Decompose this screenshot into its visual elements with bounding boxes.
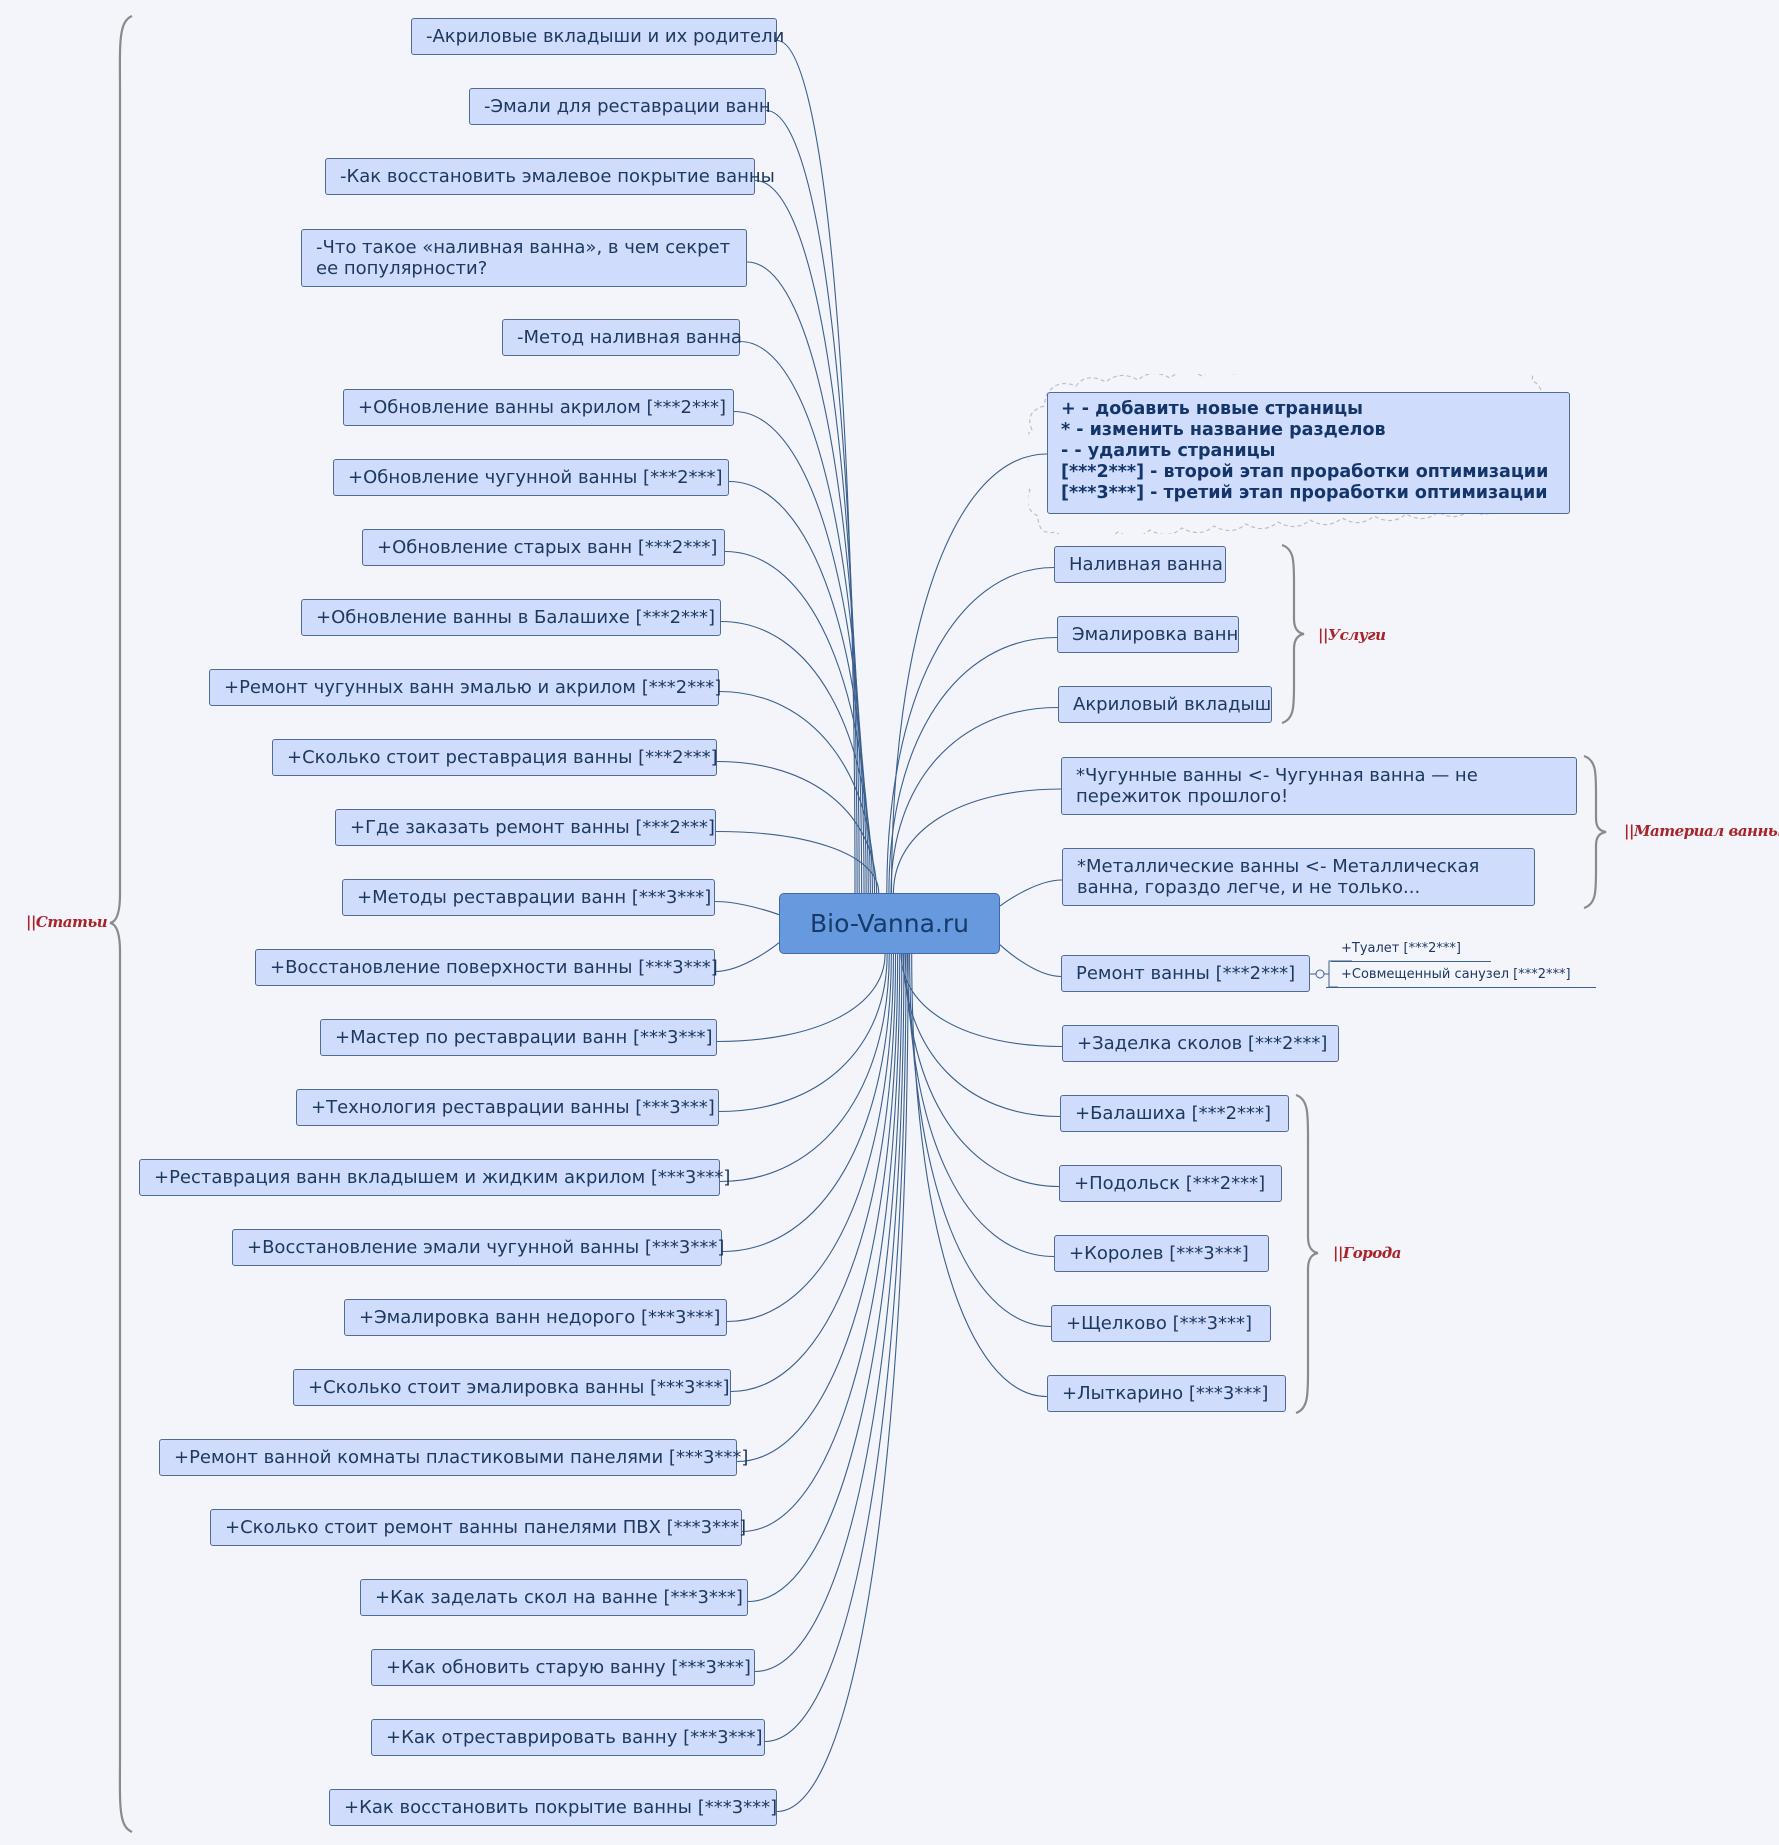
article-node[interactable]: +Мастер по реставрации ванн [***3***] (320, 1019, 717, 1056)
connector-line (890, 706, 1059, 894)
article-node[interactable]: +Где заказать ремонт ванны [***2***] (335, 809, 716, 846)
connector-line (754, 953, 905, 1673)
connector-line (741, 953, 901, 1533)
connector-line (715, 830, 880, 894)
legend-line: - - удалить страницы (1061, 441, 1276, 461)
subnode-combined-bathroom[interactable]: +Совмещенный санузел [***2***] (1341, 967, 1571, 982)
connector-line (728, 480, 869, 894)
article-node[interactable]: +Обновление ванны в Балашихе [***2***] (301, 599, 721, 636)
article-node[interactable]: +Восстановление эмали чугунной ванны [**… (232, 1229, 724, 1266)
article-node[interactable]: -Метод наливная ванна (502, 319, 742, 356)
connector-line (890, 453, 1048, 894)
city-node[interactable]: +Подольск [***2***] (1059, 1165, 1282, 1202)
article-node[interactable]: +Методы реставрации ванн [***3***] (342, 879, 715, 916)
connector-line (764, 953, 907, 1743)
connector-line (902, 953, 1061, 1118)
connector-line (776, 39, 856, 894)
legend-line: [***2***] - второй этап проработки оптим… (1061, 462, 1549, 482)
brace-articles (109, 14, 133, 1834)
connector-line (720, 620, 873, 894)
article-node[interactable]: +Как заделать скол на ванне [***3***] (360, 1579, 748, 1616)
article-node[interactable]: -Что такое «наливная ванна», в чем секре… (301, 229, 747, 287)
service-node[interactable]: Наливная ванна (1054, 546, 1226, 583)
article-node[interactable]: +Восстановление поверхности ванны [***3*… (255, 949, 718, 986)
connector-line (730, 953, 897, 1393)
article-node[interactable]: +Технология реставрации ванны [***3***] (296, 1089, 719, 1126)
label-articles: ||Статьи (26, 913, 108, 931)
article-node[interactable]: +Эмалировка ванн недорого [***3***] (344, 1299, 727, 1336)
label-material: ||Материал ванны (1624, 822, 1779, 840)
connector-line (906, 953, 1055, 1258)
legend-line: + - добавить новые страницы (1061, 399, 1363, 419)
connector-line (776, 953, 909, 1813)
article-node[interactable]: +Сколько стоит эмалировка ванны [***3***… (293, 1369, 731, 1406)
connector-line (726, 953, 894, 1323)
connector-line (888, 636, 1058, 894)
connector-line (716, 760, 878, 894)
root-node[interactable]: Bio-Vanna.ru (779, 893, 1000, 954)
article-node[interactable]: -Акриловые вкладыши и их родители (411, 18, 784, 55)
connector-line (892, 788, 1062, 894)
article-node[interactable]: +Сколько стоит ремонт ванны панелями ПВХ… (210, 1509, 746, 1546)
legend-box: + - добавить новые страницы * - изменить… (1047, 392, 1570, 514)
service-node[interactable]: Эмалировка ванн (1057, 616, 1239, 653)
connector-line (886, 566, 1055, 894)
label-services: ||Услуги (1318, 626, 1386, 644)
subnode-underline (1331, 961, 1491, 962)
service-node[interactable]: Акриловый вкладыш (1058, 686, 1272, 723)
article-node[interactable]: +Сколько стоит реставрация ванны [***2**… (272, 739, 718, 776)
connector-line (721, 953, 892, 1253)
article-node[interactable]: +Обновление чугунной ванны [***2***] (333, 459, 729, 496)
connector-line (909, 953, 1052, 1328)
legend-line: [***3***] - третий этап проработки оптим… (1061, 483, 1548, 503)
connector-line (719, 953, 890, 1183)
brace-cities (1295, 1093, 1319, 1415)
article-node[interactable]: +Как восстановить покрытие ванны [***3**… (329, 1789, 777, 1826)
connector-line (718, 953, 888, 1113)
material-node[interactable]: *Чугунные ванны <- Чугунная ванна — не п… (1061, 757, 1577, 815)
city-node[interactable]: +Балашиха [***2***] (1060, 1095, 1289, 1132)
subnode-toilet[interactable]: +Туалет [***2***] (1341, 941, 1461, 956)
connector-line (911, 953, 1048, 1398)
article-node[interactable]: +Ремонт чугунных ванн эмалью и акрилом [… (209, 669, 721, 706)
article-node[interactable]: +Реставрация ванн вкладышем и жидким акр… (139, 1159, 730, 1196)
article-node[interactable]: +Как отреставрировать ванну [***3***] (371, 1719, 765, 1756)
subnode-underline (1326, 987, 1596, 988)
connector-line (999, 879, 1063, 907)
connector-line (765, 109, 858, 894)
legend-line: * - изменить название разделов (1061, 420, 1386, 440)
material-node[interactable]: *Металлические ванны <- Металлическая ва… (1062, 848, 1535, 906)
label-cities: ||Города (1333, 1244, 1401, 1262)
article-node[interactable]: +Как обновить старую ванну [***3***] (371, 1649, 755, 1686)
connector-line (714, 942, 780, 973)
connector-line (999, 944, 1062, 978)
article-node[interactable]: +Обновление старых ванн [***2***] (362, 529, 725, 566)
article-node[interactable]: +Обновление ванны акрилом [***2***] (343, 389, 734, 426)
connector-line (904, 953, 1060, 1188)
connector-line (747, 953, 903, 1603)
connector-line (716, 953, 886, 1043)
article-node[interactable]: -Эмали для реставрации ванн (469, 88, 771, 125)
city-node[interactable]: +Лыткарино [***3***] (1047, 1375, 1286, 1412)
connector-line (746, 261, 863, 894)
brace-services (1281, 543, 1305, 725)
connector-line (718, 690, 876, 894)
brace-material (1583, 754, 1607, 910)
repair-node[interactable]: Ремонт ванны [***2***] (1061, 955, 1310, 992)
connector-line (714, 900, 780, 916)
article-node[interactable]: -Как восстановить эмалевое покрытие ванн… (325, 158, 775, 195)
connector-line (736, 953, 899, 1463)
chips-node[interactable]: +Заделка сколов [***2***] (1062, 1025, 1339, 1062)
article-node[interactable]: +Ремонт ванной комнаты пластиковыми пане… (159, 1439, 748, 1476)
city-node[interactable]: +Щелково [***3***] (1051, 1305, 1271, 1342)
connector-line (900, 953, 1063, 1048)
city-node[interactable]: +Королев [***3***] (1054, 1235, 1269, 1272)
connector-line (754, 179, 860, 894)
